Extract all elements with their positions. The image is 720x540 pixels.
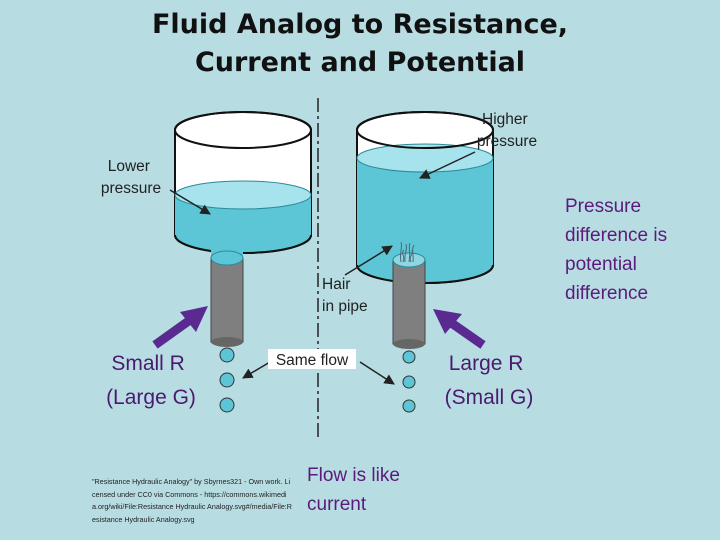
title-line-1: Fluid Analog to Resistance, <box>151 9 569 40</box>
same-flow-pointer-right <box>359 361 395 385</box>
lower-pressure-label: Lower pressure <box>101 158 161 197</box>
image-credit: "Resistance Hydraulic Analogy" by Sbyrne… <box>92 477 292 524</box>
slide-title: Fluid Analog to Resistance, Current and … <box>0 6 720 82</box>
same-flow-label: Same flow <box>276 352 349 369</box>
flow-note-line-2: current <box>307 494 367 515</box>
lower-pressure-pointer <box>169 189 211 215</box>
left-pipe <box>210 240 244 347</box>
flow-drop <box>219 372 235 388</box>
pressure-note-line-4: difference <box>565 283 649 304</box>
flow-drop <box>402 399 416 413</box>
hair-in-pipe-label: Hair in pipe <box>322 276 368 315</box>
large-r-label: Large R (Small G) <box>445 352 534 409</box>
pressure-note-line-1: Pressure <box>565 196 642 217</box>
left-pipe-arrow-icon <box>152 306 208 349</box>
higher-pressure-pointer <box>419 151 476 179</box>
same-flow-pointer-left <box>242 361 271 379</box>
same-flow-label-bg <box>268 349 356 369</box>
hair-pointer <box>344 245 393 276</box>
left-tank <box>174 111 312 254</box>
small-r-label: Small R (Large G) <box>106 352 196 409</box>
flow-drop <box>219 397 235 413</box>
right-flow-drops <box>402 350 416 413</box>
higher-pressure-label: Higher pressure <box>477 111 537 150</box>
left-flow-drops <box>219 347 235 413</box>
pressure-note-line-2: difference is <box>565 225 668 246</box>
flow-drop <box>402 375 416 389</box>
pressure-note-line-3: potential <box>565 254 637 275</box>
flow-drop <box>219 347 235 363</box>
pressure-note: Pressure difference is potential differe… <box>565 192 715 308</box>
title-line-2: Current and Potential <box>194 47 526 78</box>
right-pipe <box>392 252 426 349</box>
flow-note: Flow is like current <box>307 461 447 519</box>
right-tank <box>356 111 494 284</box>
flow-drop <box>402 350 416 364</box>
flow-note-line-1: Flow is like <box>307 465 400 486</box>
right-pipe-arrow-icon <box>433 309 486 349</box>
hair-icon <box>399 241 415 263</box>
